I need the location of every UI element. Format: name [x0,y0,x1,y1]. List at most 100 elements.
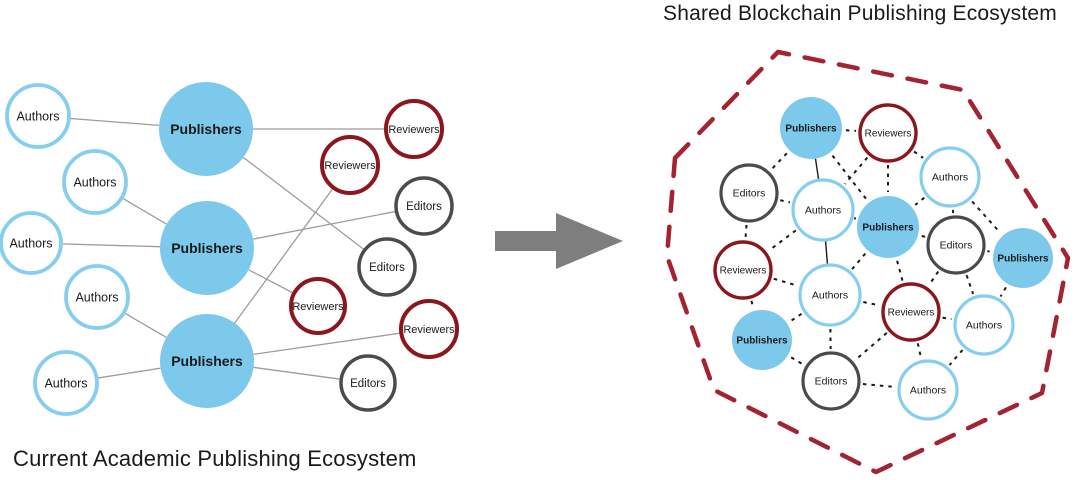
edge-line [921,235,926,238]
reviewer-node [713,240,773,300]
edge-line [779,199,791,204]
node-label: Reviewers [888,308,935,319]
edge-line [248,269,295,295]
publisher-node [159,82,253,176]
left-diagram-title: Current Academic Publishing Ecosystem [13,446,417,471]
reviewer-node [881,282,941,342]
publisher-node [993,228,1053,288]
node-label: Publishers [997,254,1049,265]
edge-line [234,187,335,324]
edge-line [121,197,167,225]
publisher-node [160,314,254,408]
node-label: Publishers [785,124,837,135]
node-label: Editors [350,378,386,390]
node-label: Authors [73,175,116,189]
edge-line [96,367,161,379]
author-node [791,178,855,242]
edge-line [916,343,922,359]
node-label: Reviewers [720,266,767,277]
edge-line [863,301,880,307]
node-label: Authors [805,205,841,217]
node-label: Reviewers [324,160,376,172]
publisher-node [160,201,254,295]
edge-line [853,217,857,220]
node-label: Publishers [171,353,243,369]
edge-line [773,277,798,287]
node-label: Editors [733,188,766,200]
node-label: Editors [815,376,848,388]
editor-node [339,354,397,412]
edge-line [965,274,975,295]
node-label: Authors [75,290,118,304]
node-label: Editors [940,240,973,252]
author-node [953,294,1015,356]
edge-line [854,332,888,361]
author-node [5,83,71,149]
edge-line [744,224,748,239]
author-node [798,263,862,327]
edge-line [844,156,869,185]
edge-line [767,229,797,252]
edge-line [845,129,857,132]
right-diagram-title: Shared Blockchain Publishing Ecosystem [663,2,1057,25]
edge-line [253,332,402,355]
edge-line [851,252,867,270]
node-label: Editors [406,201,442,213]
node-label: Authors [16,109,59,123]
edge-line [914,196,925,206]
edge-line [770,152,788,171]
edge-line [971,200,1001,234]
node-label: Editors [369,262,405,274]
node-label: Publishers [862,223,914,234]
editor-node [394,176,454,236]
current-ecosystem-network: AuthorsAuthorsAuthorsAuthorsAuthorsPubli… [0,82,459,416]
author-node [919,146,981,208]
edge-line [789,312,803,323]
edge-line [750,300,755,308]
author-node [33,350,99,416]
reviewer-node [320,135,380,195]
author-node [62,149,128,215]
author-node [897,359,959,421]
edge-line [253,366,342,380]
edge-line [927,271,940,286]
node-label: Authors [932,172,968,184]
edge-line [252,210,397,240]
reviewer-node [399,299,459,359]
edge-line-solid [814,158,820,181]
reviewer-node [858,103,918,163]
node-label: Reviewers [865,129,912,140]
reviewer-node [384,99,444,159]
edge-line [60,243,161,248]
node-label: Authors [910,385,946,397]
editor-node [801,351,861,411]
editor-node [926,215,986,275]
publisher-node [780,97,842,159]
node-label: Authors [812,290,848,302]
edge-line-solid [824,239,829,266]
reviewer-node [289,277,347,335]
author-node [64,264,130,330]
right-arrow-icon [495,213,623,269]
edge-line [942,316,952,321]
publisher-node [732,310,792,370]
node-label: Publishers [171,240,243,256]
publisher-node [857,196,919,258]
ecosystem-boundary [664,49,1071,475]
editor-node [719,163,779,223]
node-label: Publishers [170,121,242,137]
node-label: Authors [966,320,1002,332]
author-node [0,211,63,275]
node-label: Authors [44,376,87,390]
editor-node [357,237,417,297]
edge-line [896,260,904,282]
edge-line [123,312,167,338]
edge-line [999,286,1007,298]
edge-line [862,383,896,388]
node-label: Authors [9,236,52,250]
edge-line [68,117,160,127]
node-label: Reviewers [403,324,455,336]
edge-line [948,349,964,366]
